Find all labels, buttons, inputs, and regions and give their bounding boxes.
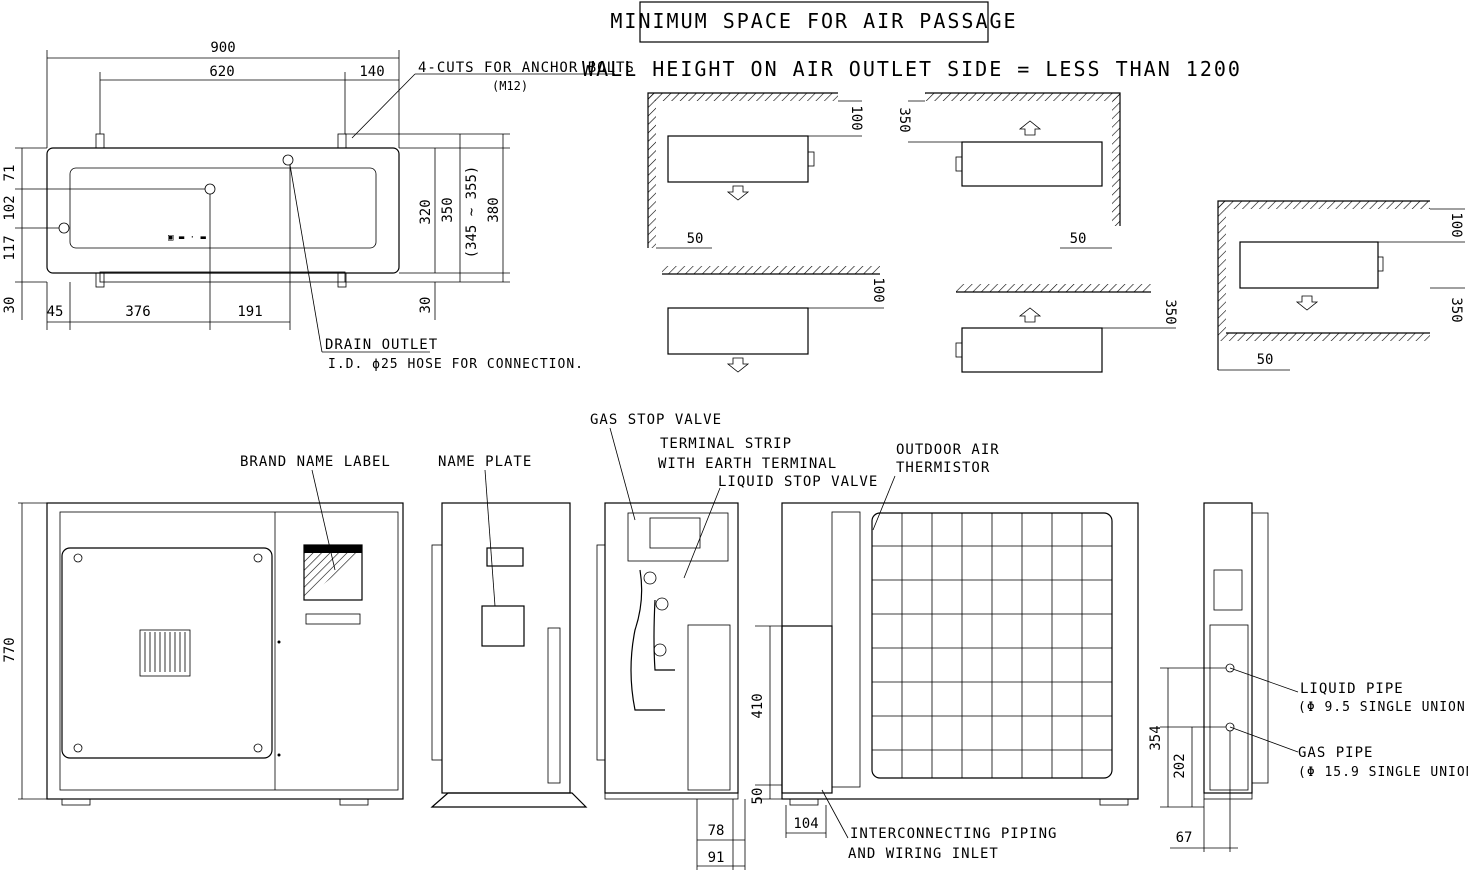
dim-140: 140 (359, 64, 384, 80)
anchor-note: 4-CUTS FOR ANCHOR BOLTS (418, 60, 635, 76)
inlet-line1: INTERCONNECTING PIPING (850, 826, 1057, 842)
dim-78: 78 (708, 823, 725, 839)
liquid-pipe-size: (Φ 9.5 SINGLE UNION) (1298, 700, 1468, 715)
dim-900: 900 (210, 40, 235, 56)
top-view: ▣ ▬ · ▬ 900 620 140 45 376 191 71 102 11… (2, 40, 635, 372)
gas-pipe: GAS PIPE (1298, 745, 1373, 761)
gas-stop-valve: GAS STOP VALVE (590, 412, 722, 428)
heat-exchanger-grille (871, 512, 1113, 779)
clearance-diagrams: 100 50 350 50 100 350 (647, 92, 1465, 373)
dim-117: 117 (2, 235, 18, 260)
dim-191: 191 (237, 304, 262, 320)
terminal-earth: WITH EARTH TERMINAL (658, 456, 837, 472)
clr-350a: 350 (896, 107, 912, 132)
terminal-strip: TERMINAL STRIP (660, 436, 792, 452)
dim-376: 376 (125, 304, 150, 320)
brand-label: BRAND NAME LABEL (240, 454, 391, 470)
dim-202: 202 (1172, 753, 1188, 778)
dim-102: 102 (2, 195, 18, 220)
dim-91: 91 (708, 850, 725, 866)
valve-side-view: 78 91 GAS STOP VALVE TERMINAL STRIP WITH… (590, 412, 878, 870)
fan-guard-center (139, 629, 191, 677)
liquid-pipe: LIQUID PIPE (1300, 681, 1404, 697)
dim-380: 380 (486, 197, 502, 222)
inlet-line2: AND WIRING INLET (848, 846, 999, 862)
dim-345-355: (345 ~ 355) (464, 166, 480, 259)
clr-100b: 100 (870, 277, 886, 302)
dim-350: 350 (440, 197, 456, 222)
anchor-size: (M12) (492, 79, 528, 93)
clr-50c: 50 (1257, 352, 1274, 368)
dim-30b: 30 (418, 297, 434, 314)
thermistor-line2: THERMISTOR (896, 460, 990, 476)
name-plate: NAME PLATE (438, 454, 532, 470)
dim-320: 320 (418, 199, 434, 224)
clr-100a: 100 (848, 105, 864, 130)
drain-note: I.D. ϕ25 HOSE FOR CONNECTION. (328, 357, 584, 372)
dim-354: 354 (1148, 725, 1164, 750)
clr-350c: 350 (1448, 297, 1464, 322)
dim-71: 71 (2, 165, 18, 182)
title-block: MINIMUM SPACE FOR AIR PASSAGE WALL HEIGH… (582, 1, 1242, 81)
dim-620: 620 (209, 64, 234, 80)
liquid-stop-valve: LIQUID STOP VALVE (718, 474, 878, 490)
thermistor-line1: OUTDOOR AIR (896, 442, 1000, 458)
dim-67: 67 (1176, 830, 1193, 846)
back-view: 410 50 104 INTERCONNECTING PIPING AND WI… (750, 442, 1139, 862)
clr-50b: 50 (1070, 231, 1087, 247)
title-text: MINIMUM SPACE FOR AIR PASSAGE (610, 9, 1017, 33)
dim-30: 30 (2, 297, 18, 314)
gas-pipe-size: (Φ 15.9 SINGLE UNION) (1298, 765, 1468, 780)
dim-50: 50 (750, 788, 766, 805)
dim-45: 45 (47, 304, 64, 320)
dim-104: 104 (793, 816, 818, 832)
wall-note: WALL HEIGHT ON AIR OUTLET SIDE = LESS TH… (582, 57, 1242, 81)
dim-410: 410 (750, 693, 766, 718)
dim-770: 770 (2, 637, 18, 662)
clr-100c: 100 (1448, 212, 1464, 237)
clr-350b: 350 (1162, 299, 1178, 324)
left-side-view: NAME PLATE (430, 454, 588, 808)
front-view: 770 BRAND NAME LABEL (2, 454, 404, 806)
right-side-view: LIQUID PIPE (Φ 9.5 SINGLE UNION) GAS PIP… (1148, 502, 1468, 852)
drain-title: DRAIN OUTLET (325, 337, 438, 353)
clr-50a: 50 (687, 231, 704, 247)
svg-text:▣ ▬ · ▬: ▣ ▬ · ▬ (168, 233, 207, 243)
